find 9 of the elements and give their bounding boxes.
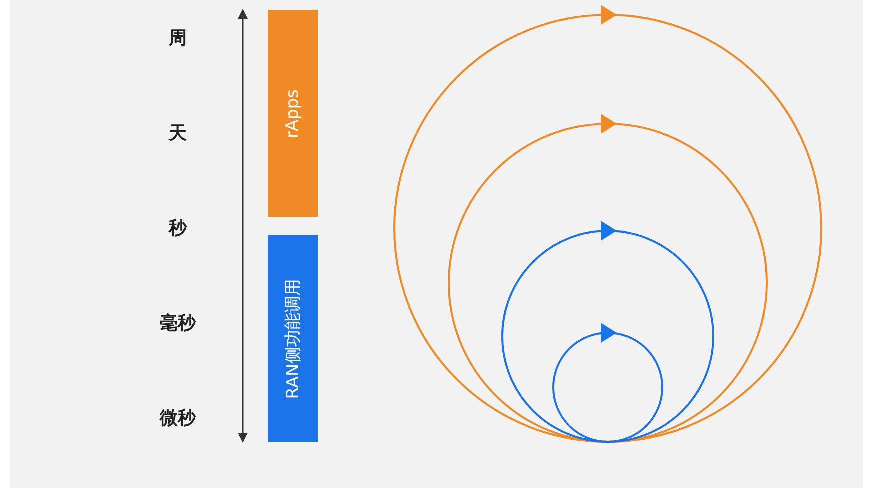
layer-bar [268, 10, 318, 217]
bar-label: RAN侧功能调用 [282, 278, 304, 399]
bar-label: rApps [283, 88, 303, 138]
time-scale-label: 周 [169, 27, 187, 50]
time-scale-label: 天 [169, 122, 187, 145]
layer-bar [268, 235, 318, 442]
time-scale-label: 微秒 [160, 407, 196, 430]
time-scale-label: 秒 [169, 217, 187, 240]
time-scale-label: 毫秒 [160, 312, 196, 335]
